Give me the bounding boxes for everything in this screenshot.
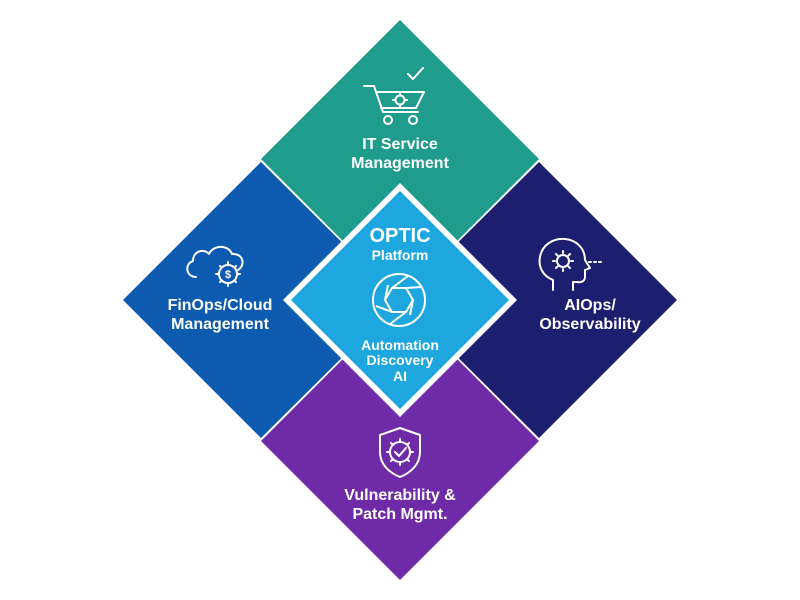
- aiops-label: AIOps/ Observability: [500, 296, 680, 334]
- core-title: OPTIC: [369, 225, 431, 247]
- aperture-icon: [372, 273, 426, 327]
- head-gear-icon: [538, 237, 605, 291]
- core-features: Automation Discovery AI: [330, 337, 470, 384]
- finops-label-line1: FinOps/Cloud: [167, 297, 273, 314]
- vulnerability-label-line1: Vulnerability &: [344, 487, 456, 504]
- aiops-label-line1: AIOps/: [564, 297, 616, 314]
- itsm-tile: [261, 20, 539, 298]
- aiops-label-line2: Observability: [539, 316, 641, 334]
- core-feature-discovery: Discovery: [366, 352, 434, 369]
- itsm-label-line1: IT Service: [362, 136, 438, 153]
- core-tile: [291, 191, 509, 409]
- core-subtitle: Platform: [371, 247, 429, 263]
- core-feature-ai: AI: [393, 367, 407, 384]
- finops-label-line2: Management: [171, 316, 269, 334]
- finops-label: FinOps/Cloud Management: [130, 296, 310, 334]
- aiops-tile: [400, 162, 677, 438]
- finops-tile: [123, 162, 400, 438]
- vulnerability-label: Vulnerability & Patch Mgmt.: [300, 486, 500, 524]
- core-feature-automation: Automation: [361, 337, 439, 353]
- vulnerability-label-line2: Patch Mgmt.: [352, 506, 448, 524]
- itsm-label: IT Service Management: [300, 135, 500, 173]
- shield-gear-check-icon: [379, 427, 421, 478]
- cloud-dollar-gear-icon: $: [186, 245, 244, 287]
- shopping-cart-gear-check-icon: [363, 67, 425, 125]
- svg-text:$: $: [225, 269, 231, 281]
- itsm-label-line2: Management: [351, 155, 449, 173]
